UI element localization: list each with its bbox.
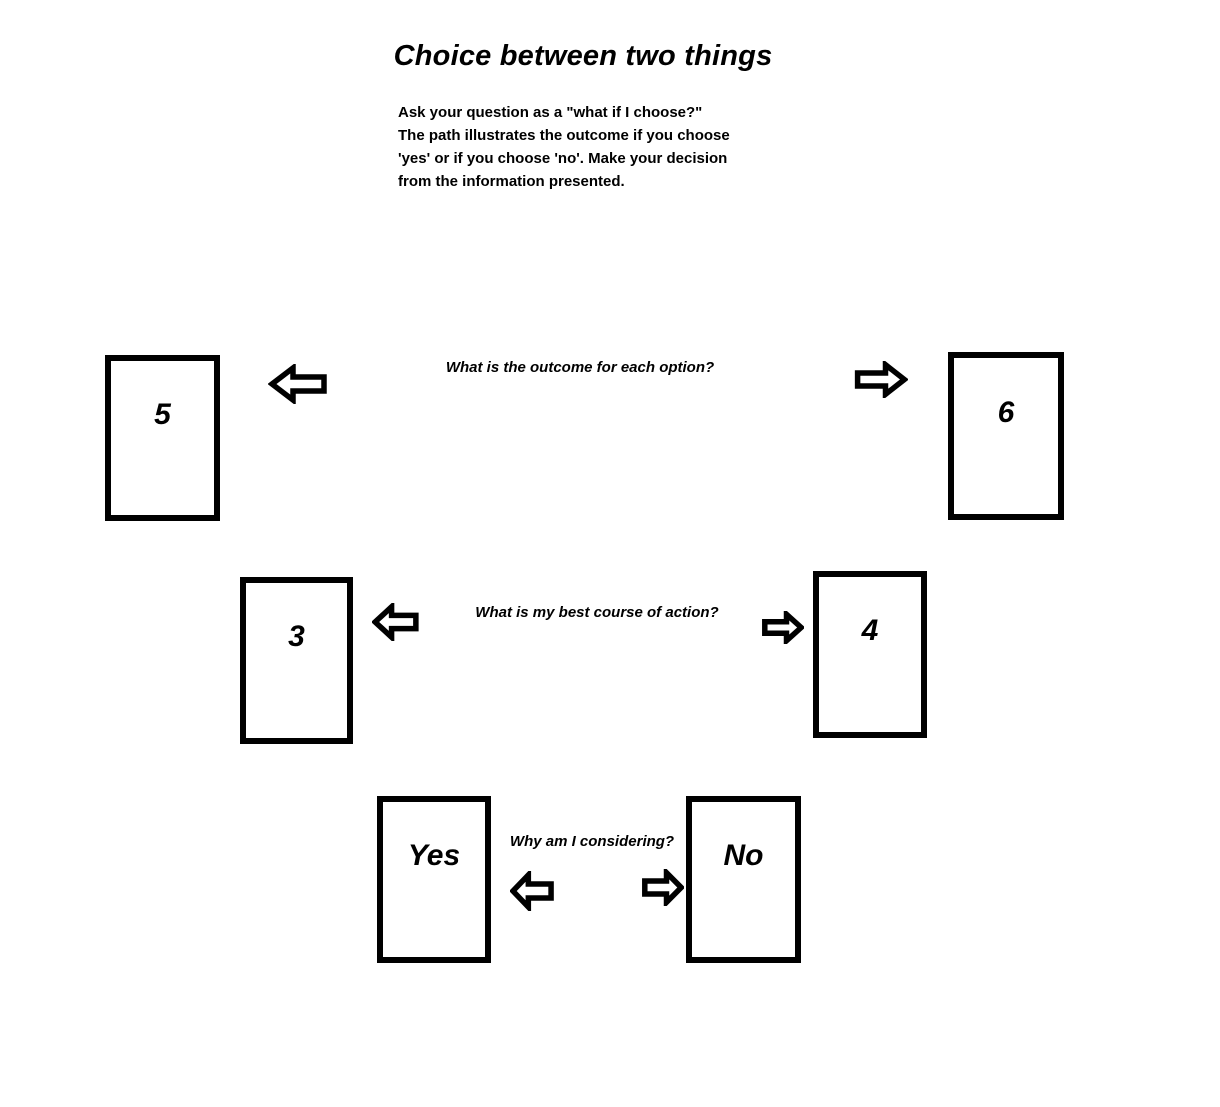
arrow-right-icon [642,869,684,906]
card-label: 4 [861,614,879,648]
row3-question: Why am I considering? [509,833,675,850]
instructions-line: Ask your question as a "what if I choose… [398,104,703,121]
arrow-left-icon [268,364,328,404]
arrow-left-icon [510,871,554,911]
arrow-right-icon [762,611,804,644]
card-position-5: 5 [105,355,220,521]
card-label: 5 [154,397,171,431]
page-title: Choice between two things [393,40,773,72]
arrow-right-icon [854,361,908,398]
card-position-6: 6 [948,352,1064,520]
instructions-text: Ask your question as a "what if I choose… [398,101,730,193]
instructions-line: from the information presented. [398,173,625,190]
card-label: 3 [288,620,305,654]
card-position-3: 3 [240,577,353,744]
card-position-4: 4 [813,571,927,738]
card-label: 6 [997,395,1015,429]
card-position-no: No [686,796,801,963]
arrow-left-icon [372,603,419,641]
row2-question: What is my best course of action? [475,604,719,621]
instructions-line: The path illustrates the outcome if you … [398,127,730,144]
card-label: No [723,839,764,873]
card-position-yes: Yes [377,796,491,963]
instructions-line: 'yes' or if you choose 'no'. Make your d… [398,150,728,167]
row1-question: What is the outcome for each option? [445,359,715,376]
card-label: Yes [407,839,461,873]
